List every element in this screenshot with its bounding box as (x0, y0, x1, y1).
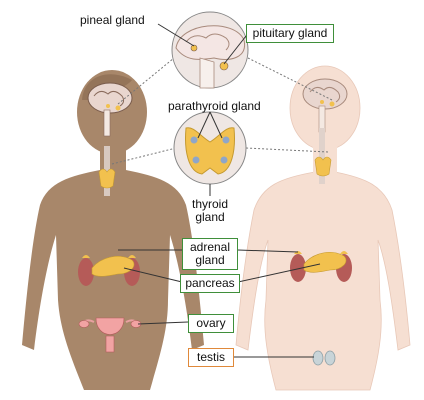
female-reproductive (78, 317, 142, 353)
thyroid-gland-label: thyroid gland (190, 198, 230, 224)
adrenal-line1: adrenal (189, 240, 231, 254)
testis-label: testis (188, 348, 234, 367)
parathyroid-gland-label: parathyroid gland (168, 99, 261, 113)
pancreas-text: pancreas (185, 276, 235, 290)
pituitary-gland-text: pituitary gland (252, 26, 328, 40)
female-thyroid (98, 146, 116, 196)
female-brain (87, 82, 133, 137)
ovary-text: ovary (196, 316, 226, 330)
male-abdomen-organs (290, 251, 352, 282)
pineal-gland-label: pineal gland (80, 13, 145, 27)
ovary-label: ovary (188, 314, 234, 333)
leader-lines (118, 23, 321, 358)
thyroid-zoom-circle (173, 111, 247, 185)
testis-text: testis (196, 350, 225, 364)
pancreas-label: pancreas (180, 274, 240, 293)
thyroid-line1: thyroid (191, 197, 229, 211)
male-thyroid (314, 128, 332, 184)
zoom-connectors (111, 57, 333, 165)
adrenal-gland-label: adrenal gland (182, 238, 238, 270)
male-brain (302, 78, 348, 133)
brain-zoom-circle (171, 11, 249, 89)
male-testes (312, 350, 336, 366)
thyroid-line2: gland (195, 210, 225, 224)
adrenal-line2: gland (195, 253, 225, 267)
female-abdomen-organs (78, 255, 140, 286)
pituitary-gland-label: pituitary gland (246, 24, 334, 43)
